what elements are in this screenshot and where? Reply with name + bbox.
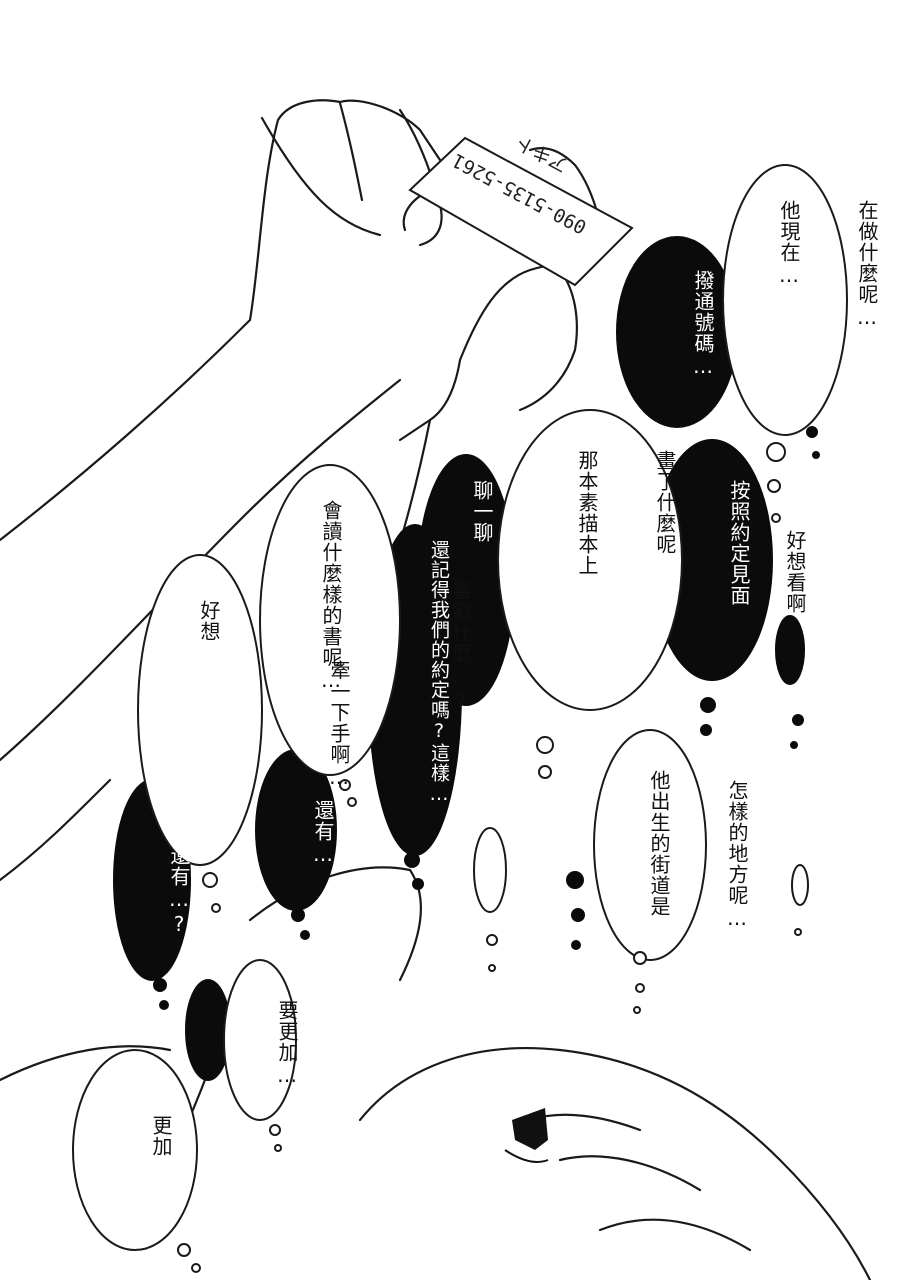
- bubble-b14-shape: [72, 1049, 198, 1251]
- bubble-line: 會讀什麼樣的書呢…: [319, 500, 343, 693]
- bubble-line: 撥通號碼…: [691, 270, 715, 379]
- bubble-line: 中學時的事情…: [548, 480, 572, 631]
- bubble-b14-text: 更加: [122, 1115, 226, 1165]
- closed-eye-lineart: [504, 1108, 549, 1163]
- white-bubble-backshape: [473, 827, 507, 913]
- black-bubbles: [113, 236, 820, 1081]
- bubble-line: 牽一下手啊…: [327, 660, 351, 790]
- bubble-b5-text: 中學時的事情… 聊一聊: [443, 480, 625, 631]
- bubble-line: 那本素描本上: [575, 450, 599, 576]
- bubble-b4-shape: [497, 409, 683, 711]
- bubble-line: 還有…?: [167, 845, 191, 937]
- paper-note: [408, 136, 634, 287]
- bubble-b11-text: 還有…?: [140, 845, 244, 937]
- bubble-b3-text: 按照約定見面: [700, 480, 804, 606]
- bubble-line: 要更加…: [275, 1000, 299, 1088]
- bubble-b9-text: 怎樣的地方呢… 他出生的街道是: [620, 770, 802, 931]
- bubble-b2-text: 撥通號碼…: [664, 270, 768, 379]
- bubble-b1-shape: [722, 164, 848, 436]
- bubble-line: 喜歡什麼…?: [449, 580, 473, 714]
- bubble-b1-text: 在做什麼呢… 他現在…: [750, 200, 902, 330]
- bubble-b6-text: 還記得我們的約定嗎?這樣…: [400, 540, 504, 806]
- bubble-line: 還記得我們的約定嗎?這樣…: [428, 540, 450, 806]
- black-bubble-backshape: [775, 615, 805, 685]
- bubble-b8-shape: [137, 554, 263, 866]
- white-bubble-backshape-2: [791, 864, 809, 906]
- bubble-line: 畫了什麼呢: [653, 450, 677, 555]
- bubble-b4-text: 好想看啊… 畫了什麼呢 那本素描本上: [548, 450, 860, 639]
- bubble-line: ……: [223, 1010, 247, 1060]
- bubble-b9-shape: [593, 729, 707, 961]
- bubble-line: 好想: [197, 600, 221, 642]
- bubble-b12-text: ……: [196, 1010, 300, 1060]
- bubble-line: 怎樣的地方呢…: [725, 780, 749, 931]
- bubble-b13-shape: [223, 959, 297, 1121]
- bubble-line: 按照約定見面: [727, 480, 751, 606]
- bubble-line: 他現在…: [777, 200, 801, 288]
- bubble-line: 還有…: [311, 800, 335, 867]
- white-bubbles: [72, 164, 848, 1273]
- bubble-line: 他出生的街道是: [647, 770, 671, 917]
- bubble-b13-text: 要更加…: [248, 1000, 352, 1088]
- bubble-b7-shape: [259, 464, 401, 776]
- bubble-b7-text: 喜歡什麼…? 會讀什麼樣的書呢…: [292, 500, 526, 714]
- bubble-line: 在做什麼呢…: [855, 200, 879, 330]
- bubble-line: 更加: [149, 1115, 173, 1157]
- bubble-b8-text: 牽一下手啊… 好想: [170, 600, 404, 790]
- bubble-b10-text: 還有…: [284, 800, 388, 867]
- bubble-line: 好想看啊…: [783, 530, 807, 639]
- bubble-line: 聊一聊: [470, 480, 494, 543]
